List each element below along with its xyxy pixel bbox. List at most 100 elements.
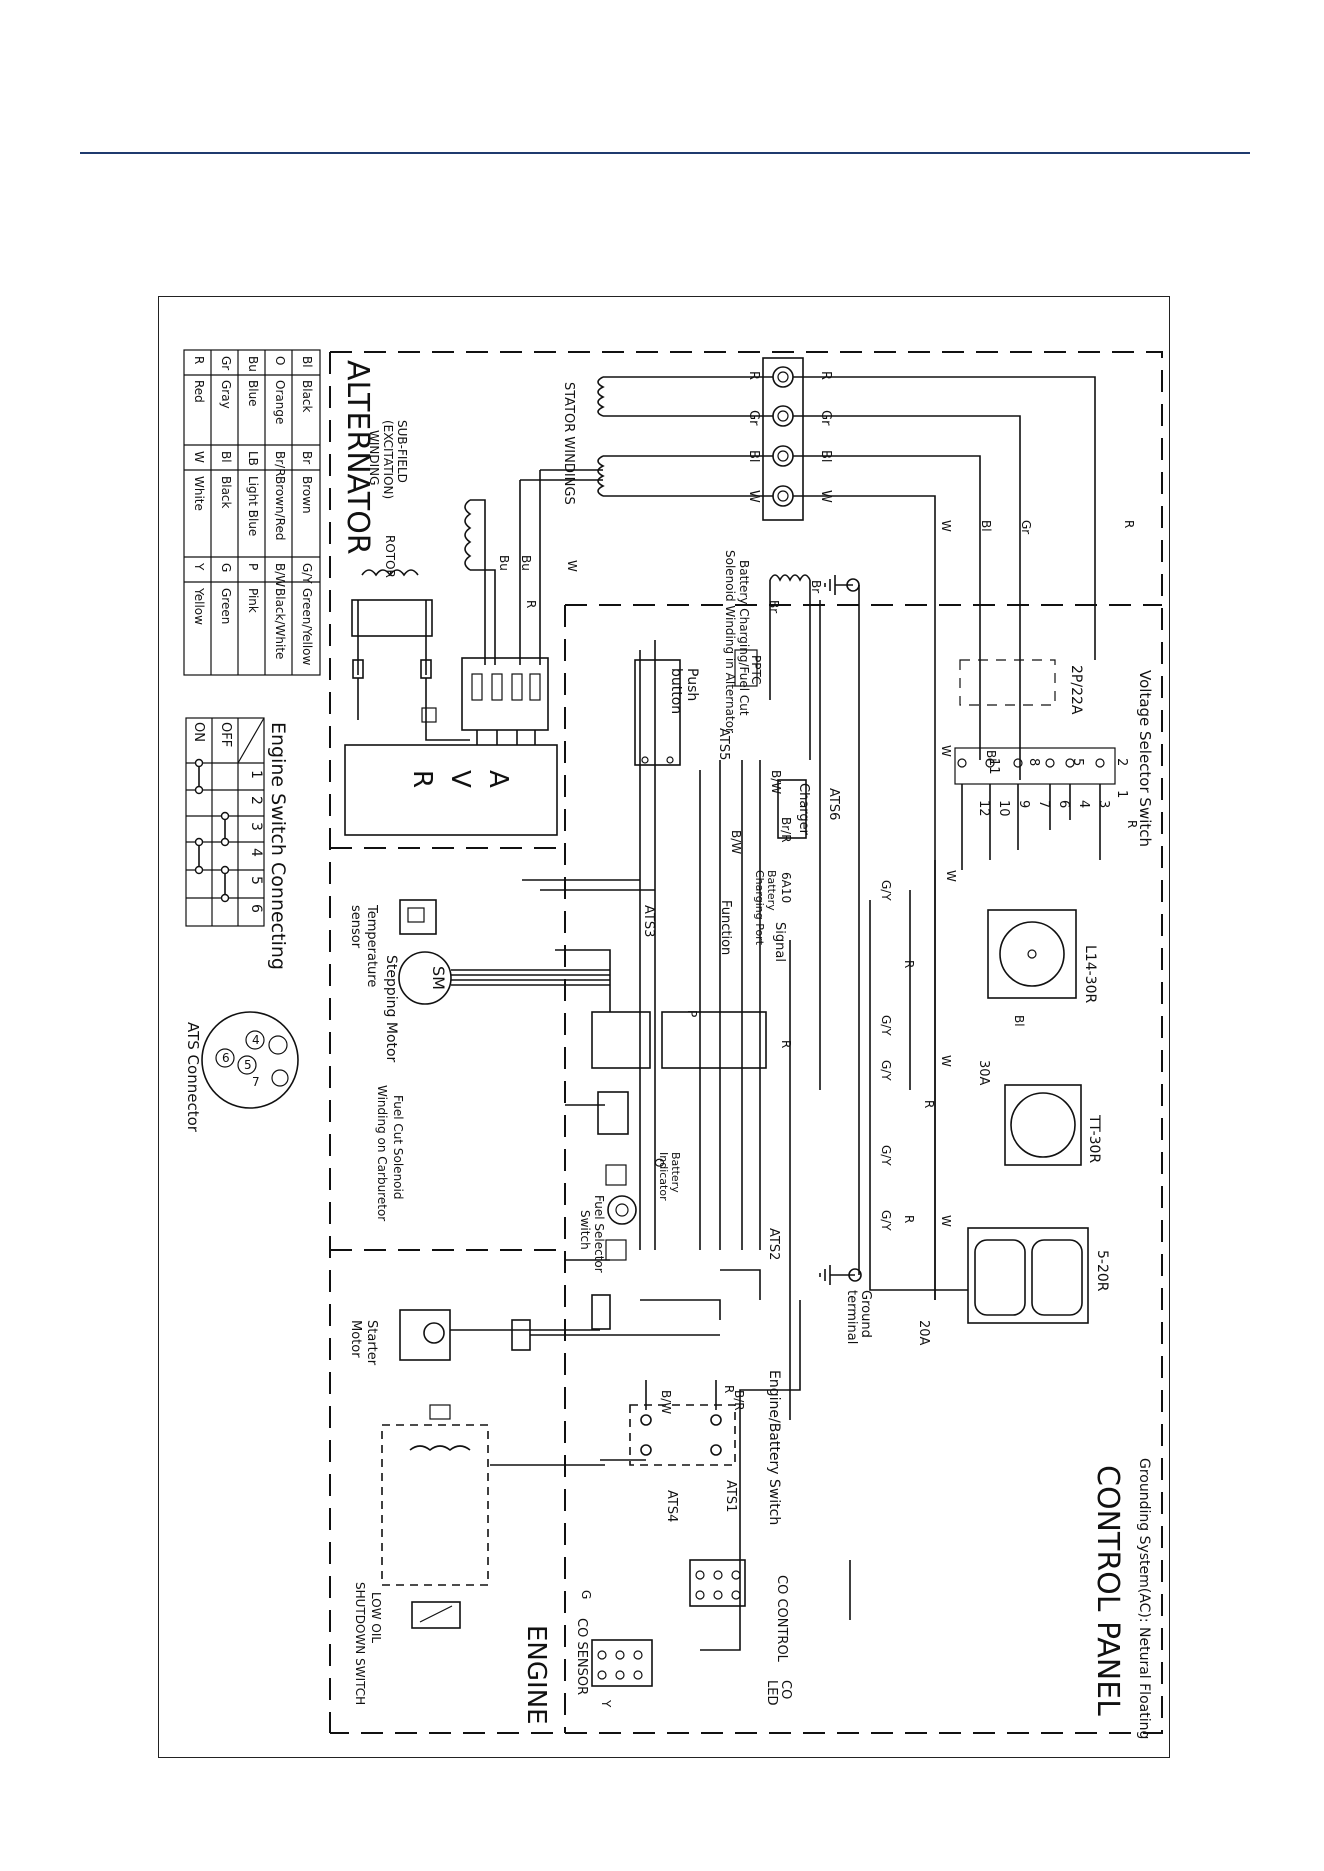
- legend-code: Bu: [246, 356, 260, 372]
- stator-terminal-block: [603, 357, 1096, 1300]
- bus-wires: [565, 600, 968, 1651]
- engine-switch-off: OFF: [218, 722, 233, 747]
- wire-color-label: G/Y: [879, 1210, 893, 1231]
- wire-color-label: W: [939, 520, 953, 532]
- subfield-winding: [464, 469, 603, 665]
- wire-color-label: W: [565, 560, 579, 572]
- legend-code: Y: [192, 562, 206, 571]
- legend-code: P: [246, 563, 260, 570]
- ats1-label: ATS1: [723, 1480, 738, 1512]
- fuel-selector-label: Fuel Selector: [592, 1195, 606, 1273]
- stator-windings: [597, 376, 605, 497]
- rotor-label: ROTOR: [383, 535, 397, 578]
- alternator-title: ALTERNATOR: [340, 360, 375, 555]
- ats6-label: ATS6: [826, 788, 841, 820]
- avr-letter-a: A: [483, 770, 513, 788]
- co-control-label: CO CONTROL: [774, 1575, 789, 1663]
- switch-terminal-number: 6: [248, 904, 264, 913]
- selector-terminal-label: 9: [1016, 800, 1031, 808]
- stepping-motor: [398, 951, 610, 1005]
- l14-label: L14-30R: [1082, 945, 1098, 1003]
- ground-terminal: [819, 575, 862, 1285]
- legend-code: LB: [246, 451, 260, 466]
- stator-terminal-label: Gr: [746, 410, 761, 426]
- ats-pin-6: 6: [222, 1051, 230, 1065]
- wire-color-label: Bu: [519, 555, 533, 571]
- legend-color-name: Blue: [246, 380, 260, 407]
- wire-color-label: R: [779, 1040, 793, 1048]
- wire-color-label: B/W: [769, 770, 783, 794]
- legend-code: G/Y: [300, 563, 314, 584]
- 5-20r-receptacle: [967, 1227, 1089, 1324]
- engine-battery-switch: [600, 1380, 736, 1466]
- wire-color-label: Bl: [984, 750, 998, 762]
- l14-30r-receptacle: [987, 909, 1077, 999]
- ats5-label: ATS5: [716, 728, 731, 760]
- selector-terminal-label: 8: [1026, 758, 1041, 766]
- engine-title: ENGINE: [521, 1625, 551, 1725]
- legend-code: G: [219, 563, 233, 572]
- legend-code: Bl: [300, 356, 314, 368]
- battery-charging-label-2: Solenoid Winding in Alternator: [723, 550, 737, 733]
- selector-terminal-label: 10: [996, 800, 1011, 817]
- selector-terminal-label: 2: [1114, 758, 1129, 766]
- tt-30r-receptacle: [1004, 1084, 1082, 1166]
- wire-color-label: Bl: [1012, 1015, 1026, 1027]
- fuel-selector-label-2: Switch: [578, 1210, 592, 1250]
- breaker-30a-label: 30A: [976, 1060, 991, 1086]
- wire-color-label: R: [722, 1385, 736, 1393]
- ats4-label: ATS4: [664, 1490, 679, 1522]
- legend-color-name: Black: [300, 380, 314, 413]
- wire-color-label: R: [1122, 520, 1136, 528]
- push-button: [634, 659, 681, 766]
- charging-winding: [734, 574, 811, 839]
- legend-color-name: Red: [192, 380, 206, 403]
- section-dividers: [329, 351, 1163, 1734]
- stator-terminal-label: Bl: [746, 450, 761, 463]
- ats-pin-7: 7: [252, 1075, 260, 1089]
- legend-color-name: Brown/Red: [273, 476, 287, 541]
- wire-color-label: R: [922, 1100, 936, 1108]
- selector-terminal-label: 12: [976, 800, 991, 817]
- signal-label: Signal: [772, 922, 787, 962]
- wire-color-label: R: [524, 600, 538, 608]
- tt30-label: TT-30R: [1086, 1114, 1102, 1163]
- fuel-solenoid-label: Fuel Cut Solenoid: [391, 1095, 405, 1199]
- legend-color-name: Orange: [273, 380, 287, 424]
- starter-motor: [399, 1294, 720, 1361]
- stator-terminal-label: Gr: [818, 410, 833, 426]
- wire-color-label: W: [939, 745, 953, 757]
- color-legend-table: [183, 349, 321, 676]
- subfield-label-3: WINDING: [367, 430, 381, 485]
- ats-connector: [201, 1011, 299, 1109]
- legend-color-name: Pink: [246, 588, 260, 613]
- legend-color-name: White: [192, 476, 206, 511]
- fuel-solenoid-label-2: Winding on Carburetor: [375, 1085, 389, 1221]
- charger-label: Charger: [796, 783, 811, 836]
- legend-color-name: Brown: [300, 476, 314, 514]
- stator-terminal-label: R: [818, 371, 833, 380]
- fuel-selector-switch: [605, 1164, 637, 1261]
- legend-color-name: Yellow: [192, 587, 206, 625]
- wire-color-label: G/Y: [879, 1145, 893, 1166]
- wire-color-label: B/W: [729, 830, 743, 854]
- legend-color-name: Green/Yellow: [300, 588, 314, 666]
- mid-connector-blocks: [522, 640, 767, 1250]
- legend-code: R: [192, 356, 206, 364]
- legend-code: Bl: [219, 451, 233, 463]
- wire-color-label: Br/R: [779, 817, 793, 843]
- battery-indicator-label-2: Indicator: [657, 1152, 670, 1201]
- legend-code: B/W: [273, 563, 287, 587]
- engine-battery-switch-label: Engine/Battery Switch: [766, 1370, 782, 1525]
- engine-switch-table: [185, 717, 265, 927]
- breaker-2p-label: 2P/22A: [1068, 665, 1084, 715]
- engine-switch-title: Engine Switch Connecting: [267, 722, 289, 970]
- legend-code: Br/R: [273, 451, 287, 477]
- co-led-label: CO: [778, 1680, 793, 1699]
- ignition-module: [381, 1404, 605, 1586]
- low-oil-label-2: SHUTDOWN SWITCH: [353, 1582, 367, 1705]
- charging-port-label: Battery: [765, 870, 778, 911]
- selector-terminal-label: 11: [986, 758, 1001, 775]
